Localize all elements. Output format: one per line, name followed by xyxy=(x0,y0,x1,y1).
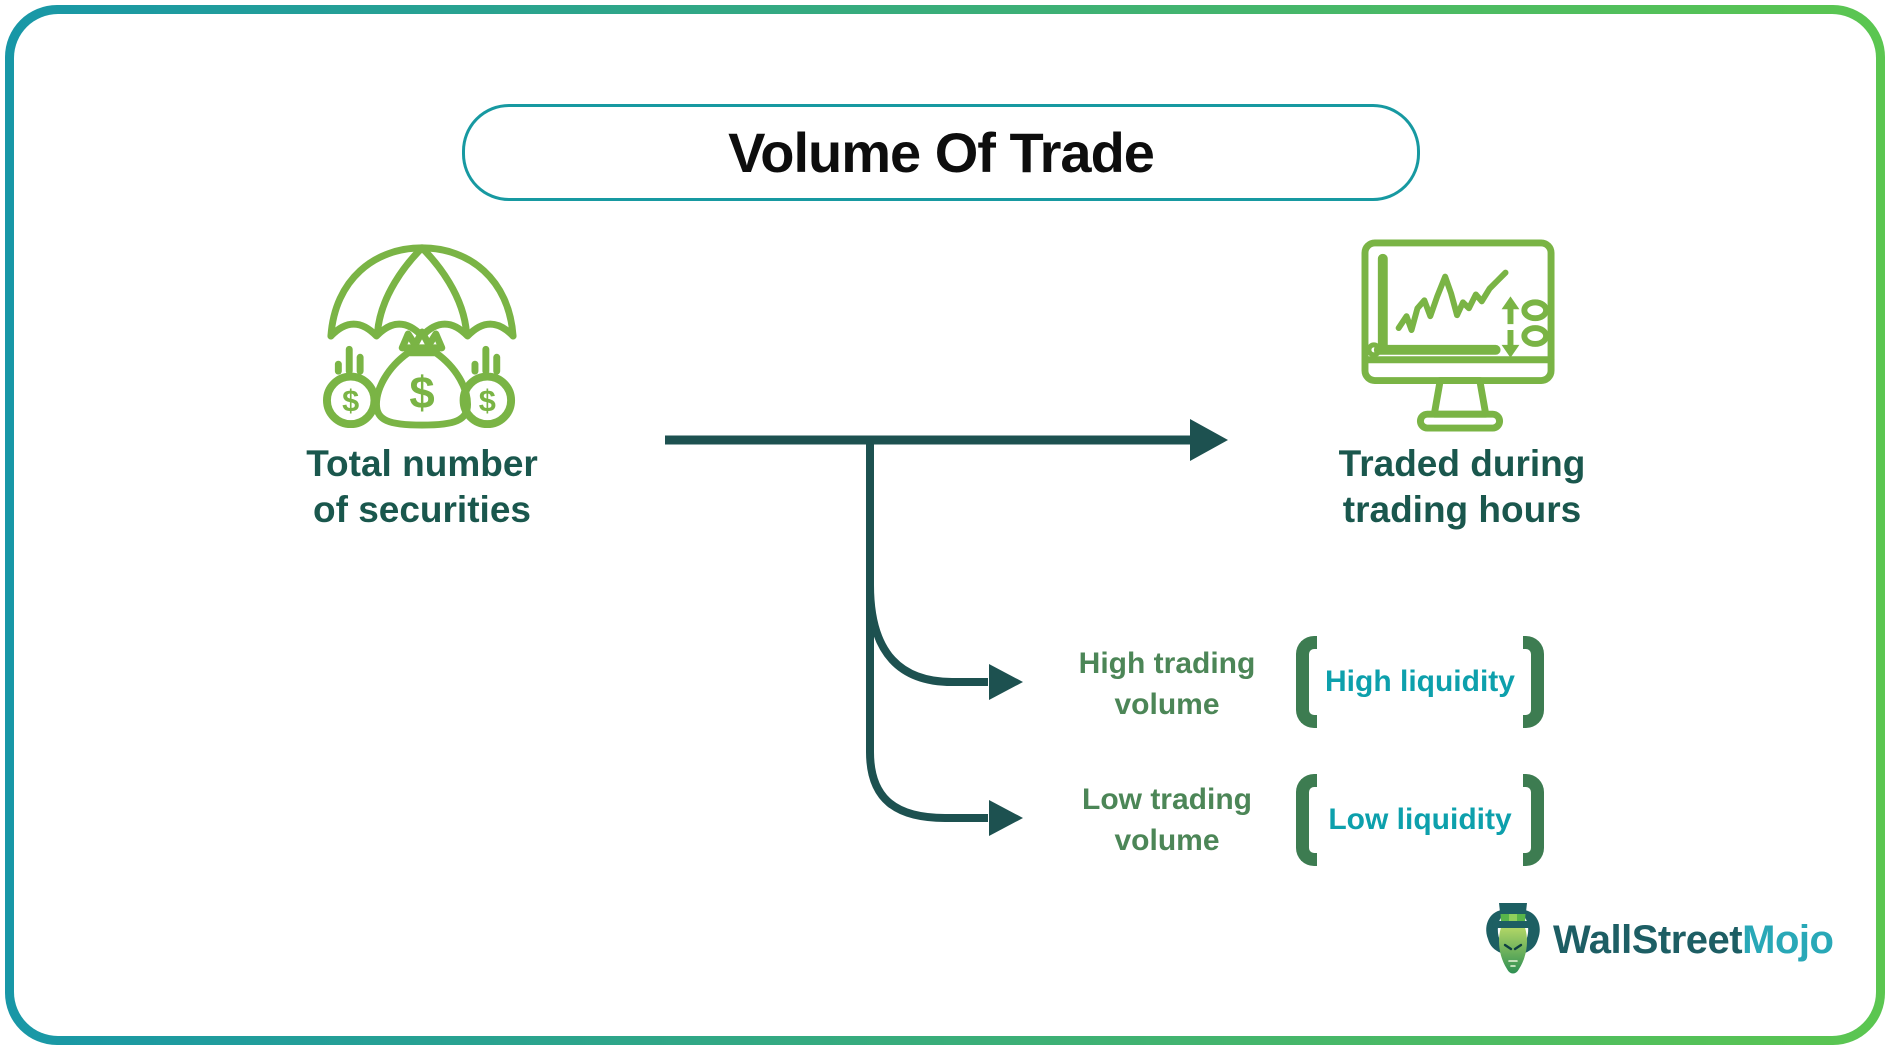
dollar-glyph: $ xyxy=(342,383,359,418)
low-liquidity-label: Low liquidity xyxy=(1328,803,1512,836)
trading-monitor-icon xyxy=(1361,239,1555,432)
high-liquidity-label: High liquidity xyxy=(1325,665,1515,698)
wallstreetmojo-bull-icon xyxy=(1486,903,1540,974)
logo-mojo-text: Mojo xyxy=(1742,917,1834,962)
wallstreetmojo-wordmark: WallStreetMojo xyxy=(1553,917,1834,963)
close-bracket-icon xyxy=(1523,774,1544,866)
destination-node-label: Traded during trading hours xyxy=(1338,443,1586,530)
high-volume-label: High trading volume xyxy=(1078,647,1256,721)
up-down-arrows-icon xyxy=(1501,296,1520,358)
logo-wallstreet-text: WallStreet xyxy=(1553,917,1743,962)
dollar-glyph: $ xyxy=(479,383,496,418)
dollar-glyph: $ xyxy=(409,367,434,418)
money-bag-umbrella-icon: $ $ $ xyxy=(323,244,517,429)
open-bracket-icon xyxy=(1296,636,1317,728)
close-bracket-icon xyxy=(1523,636,1544,728)
title-box: Volume Of Trade xyxy=(462,104,1420,201)
low-liquidity-group: Low liquidity xyxy=(1296,774,1544,866)
arrowhead-main xyxy=(1190,419,1228,461)
high-liquidity-group: High liquidity xyxy=(1296,636,1544,728)
low-volume-label: Low trading volume xyxy=(1082,783,1252,857)
wallstreetmojo-logo: WallStreetMojo xyxy=(1482,898,1834,982)
source-node-label: Total number of securities xyxy=(306,443,538,530)
arrowhead-low-branch xyxy=(989,800,1023,836)
arrowhead-high-branch xyxy=(989,664,1023,700)
open-bracket-icon xyxy=(1296,774,1317,866)
page-title: Volume Of Trade xyxy=(728,121,1155,184)
